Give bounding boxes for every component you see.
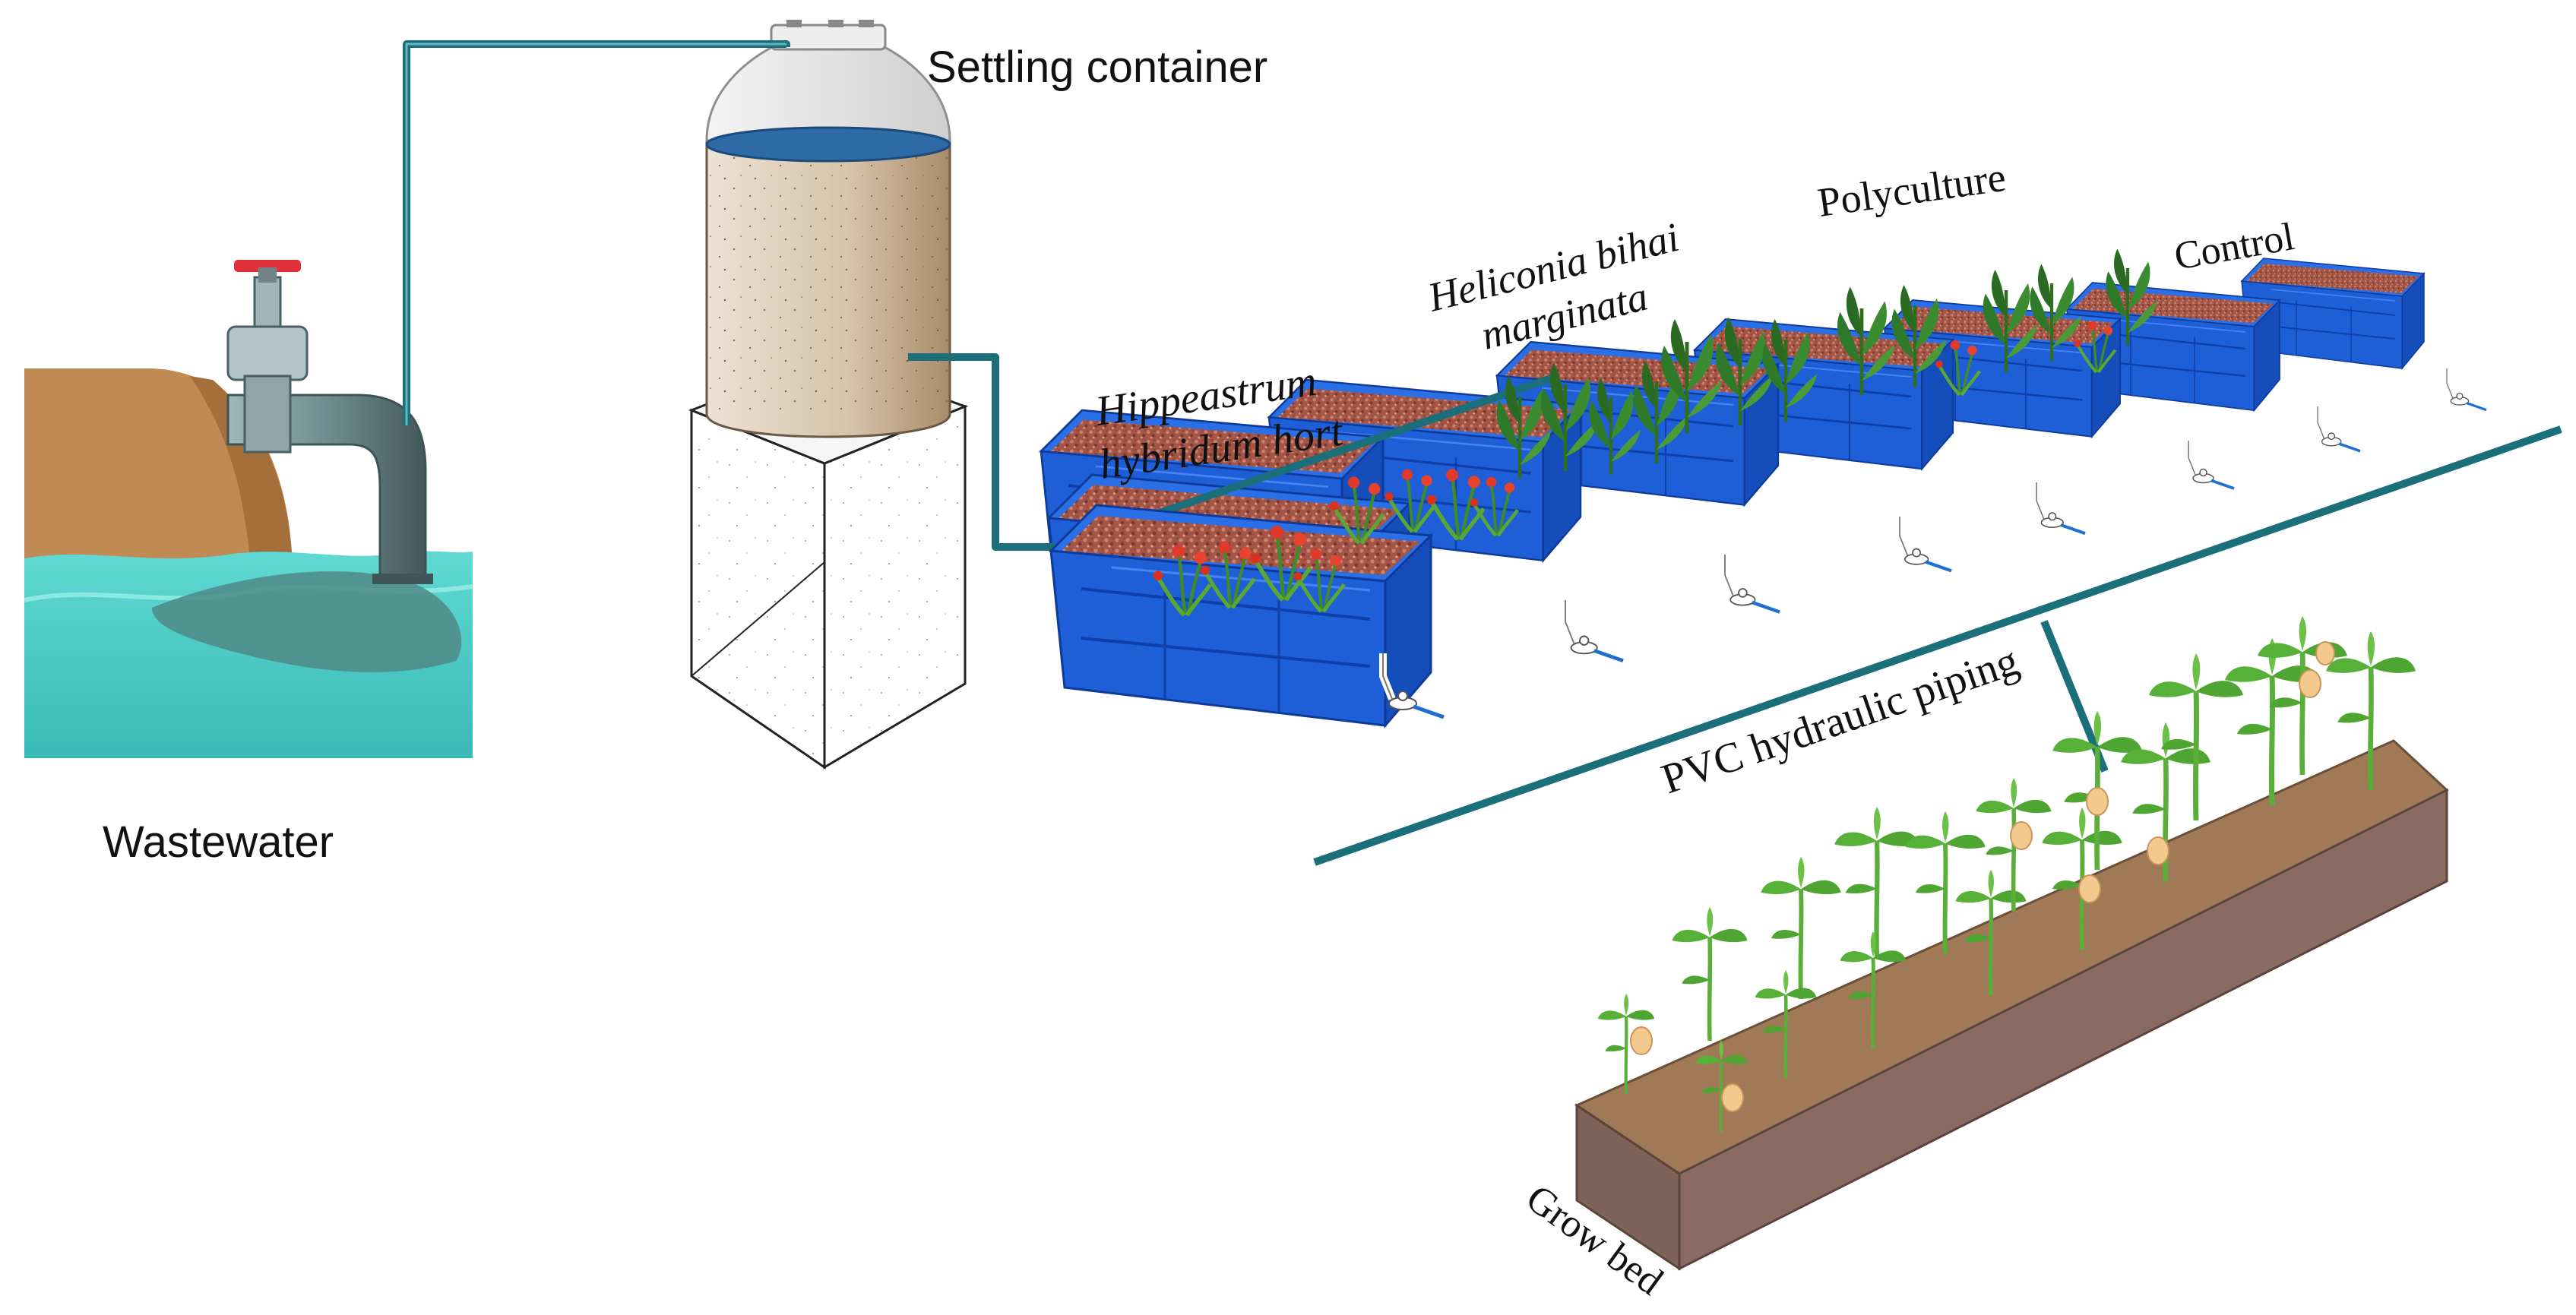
label-wastewater: Wastewater (103, 817, 334, 867)
settled-water-surface (705, 126, 951, 163)
tank-dome (705, 44, 951, 142)
stand-left-face (690, 408, 826, 770)
bean-pods (1630, 641, 2335, 1112)
faucet-icon (2318, 406, 2360, 451)
grow-bed (1574, 616, 2449, 1271)
earth-mound-shade (190, 376, 293, 566)
faucet-icon (2188, 441, 2234, 488)
tank-hippeastrum-1 (1049, 504, 1432, 727)
label-pvc-hydraulic-piping: PVC hydraulic piping (1656, 637, 2024, 804)
label-settling-container: Settling container (927, 43, 1267, 92)
wastewater-source (24, 260, 473, 758)
grow-bed-top (1574, 739, 2449, 1175)
faucet-icon (2447, 368, 2486, 410)
sludge-outflow (152, 571, 462, 672)
feed-pipe (908, 353, 1559, 551)
faucet-icon (1725, 555, 1780, 612)
settling-container (688, 20, 969, 770)
stand-right-face (823, 404, 967, 770)
grow-bed-side (1678, 788, 2448, 1271)
gate-valve-icon (226, 260, 309, 454)
faucet-icon (2036, 482, 2085, 533)
label-polyculture: Polyculture (1815, 154, 2008, 226)
faucet-icon (1565, 600, 1623, 661)
faucet-icon (1900, 517, 1951, 571)
pvc-hydraulic-pipe (1313, 425, 2562, 866)
